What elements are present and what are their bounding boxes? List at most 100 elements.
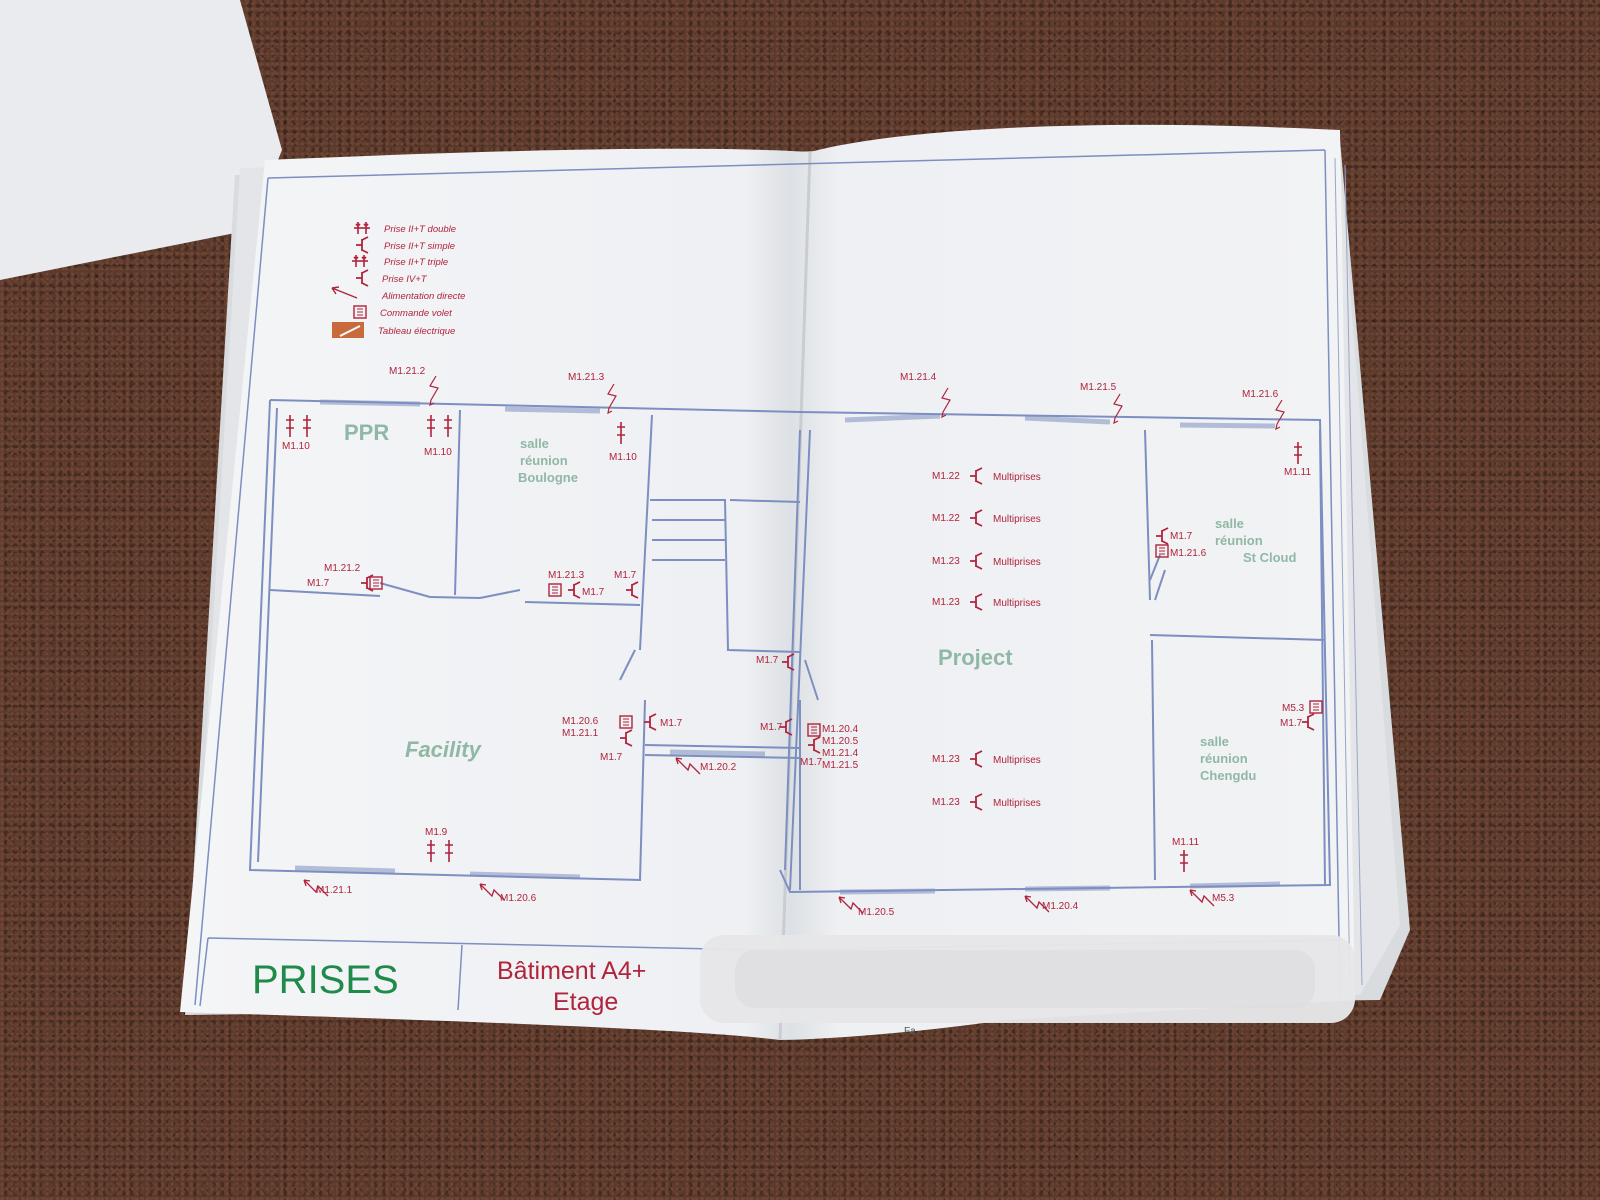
- room-label-chengdu-1: salle: [1200, 734, 1229, 749]
- circuit-label: M1.20.6: [562, 716, 599, 727]
- multiprise-label: Multiprises: [993, 557, 1041, 568]
- multiprise-row: M1.23 Multiprises: [932, 593, 1041, 611]
- legend-item-double: Prise II+T double: [353, 221, 456, 235]
- room-labels: PPR salle réunion Boulogne Facility Proj…: [344, 420, 1296, 783]
- multiprise-row: M1.23 Multiprises: [932, 750, 1041, 768]
- multiprises-list: M1.22 Multiprises M1.22 Multiprises M1.2…: [932, 467, 1041, 811]
- multiprise-code: M1.22: [932, 513, 960, 524]
- multiprise-label: Multiprises: [993, 472, 1041, 483]
- room-label-stcloud-3: St Cloud: [1243, 550, 1296, 565]
- direct-power-arrows: [303, 757, 1215, 914]
- multiprise-code: M1.23: [932, 597, 960, 608]
- circuit-label: M1.20.6: [500, 893, 537, 904]
- circuit-label: M1.21.5: [1080, 382, 1117, 393]
- legend-item-simple: Prise II+T simple: [355, 236, 455, 254]
- plan-windows: [294, 399, 1281, 895]
- multiprise-code: M1.23: [932, 556, 960, 567]
- circuit-label: M1.21.3: [548, 570, 585, 581]
- floor-plan-sheet: [180, 124, 1363, 1041]
- building-name: Bâtiment A4+: [497, 957, 646, 985]
- room-label-boulogne-1: salle: [520, 436, 549, 451]
- title-fragment: Fa: [904, 1026, 916, 1037]
- multiprise-code: M1.22: [932, 471, 960, 482]
- socket-triple-icon: [286, 415, 1302, 872]
- room-label-ppr: PPR: [344, 420, 389, 445]
- circuit-label: M1.7: [660, 718, 683, 729]
- circuit-label: M1.7: [800, 757, 823, 768]
- room-label-facility: Facility: [405, 737, 483, 762]
- circuit-label: M1.9: [425, 827, 448, 838]
- circuit-label: M1.21.2: [389, 366, 426, 377]
- legend-label: Tableau électrique: [378, 326, 455, 337]
- circuit-label: M1.21.3: [568, 372, 605, 383]
- circuit-label: M5.3: [1282, 703, 1305, 714]
- sheet-title: PRISES: [252, 958, 399, 1002]
- circuit-label: M1.11: [1172, 837, 1199, 848]
- circuit-label: M1.21.5: [822, 760, 859, 771]
- circuit-label: M1.10: [424, 447, 452, 458]
- room-label-stcloud-2: réunion: [1215, 533, 1263, 548]
- circuit-label: M1.20.4: [822, 724, 859, 735]
- circuit-label: M1.7: [307, 578, 330, 589]
- multiprise-row: M1.23 Multiprises: [932, 793, 1041, 811]
- floor-label: Etage: [553, 988, 618, 1016]
- room-label-boulogne-2: réunion: [520, 453, 568, 468]
- circuit-label: M1.7: [1280, 718, 1303, 729]
- circuit-label: M1.20.5: [858, 907, 895, 918]
- legend: Prise II+T double Prise II+T simple Pris…: [331, 221, 465, 338]
- circuit-label: M1.7: [582, 587, 605, 598]
- multiprise-label: Multiprises: [993, 755, 1041, 766]
- legend-item-direct: Alimentation directe: [331, 286, 465, 302]
- circuit-label: M1.7: [1170, 531, 1193, 542]
- multiprise-row: M1.22 Multiprises: [932, 467, 1041, 485]
- legend-label: Commande volet: [380, 308, 452, 319]
- electrical-symbols: [286, 375, 1323, 914]
- multiprise-code: M1.23: [932, 797, 960, 808]
- legend-item-triple: Prise II+T triple: [351, 254, 448, 268]
- loose-sheet: [0, 0, 282, 280]
- legend-label: Alimentation directe: [381, 291, 465, 302]
- room-label-project: Project: [938, 645, 1013, 670]
- circuit-label: M1.20.2: [700, 762, 737, 773]
- multiprise-row: M1.22 Multiprises: [932, 509, 1041, 527]
- circuit-label: M1.7: [600, 752, 623, 763]
- legend-item-shutter: Commande volet: [353, 305, 452, 319]
- circuit-label: M1.21.1: [316, 885, 353, 896]
- circuit-label: M1.21.2: [324, 563, 361, 574]
- legend-item-iv: Prise IV+T: [355, 269, 428, 287]
- multiprise-row: M1.23 Multiprises: [932, 552, 1041, 570]
- room-label-boulogne-3: Boulogne: [518, 470, 578, 485]
- circuit-label: M1.7: [756, 655, 779, 666]
- circuit-label: M1.21.4: [822, 748, 859, 759]
- legend-label: Prise II+T triple: [384, 257, 448, 268]
- circuit-label: M1.7: [614, 570, 637, 581]
- circuit-label: M1.11: [1284, 467, 1311, 478]
- multiprise-label: Multiprises: [993, 598, 1041, 609]
- legend-label: Prise II+T double: [384, 224, 456, 235]
- legend-item-panel: Tableau électrique: [332, 322, 455, 338]
- direct-power-icon: [331, 286, 358, 299]
- circuit-label: M1.21.4: [900, 372, 937, 383]
- electrical-panel-icon: [332, 322, 364, 338]
- legend-label: Prise II+T simple: [384, 241, 455, 252]
- circuit-label: M1.21.6: [1242, 389, 1279, 400]
- room-label-chengdu-2: réunion: [1200, 751, 1248, 766]
- legend-label: Prise IV+T: [382, 274, 428, 285]
- circuit-labels: M1.21.2 M1.21.3 M1.21.4 M1.21.5 M1.21.6 …: [282, 366, 1311, 918]
- room-label-chengdu-3: Chengdu: [1200, 768, 1256, 783]
- multiprise-label: Multiprises: [993, 514, 1041, 525]
- multiprise-label: Multiprises: [993, 798, 1041, 809]
- title-block: PRISES Bâtiment A4+ Etage Fa: [199, 935, 1355, 1037]
- room-label-stcloud-1: salle: [1215, 516, 1244, 531]
- multiprise-code: M1.23: [932, 754, 960, 765]
- circuit-label: M1.21.1: [562, 728, 599, 739]
- circuit-label: M1.20.5: [822, 736, 859, 747]
- circuit-label: M1.20.4: [1042, 901, 1079, 912]
- circuit-label: M1.7: [760, 722, 783, 733]
- circuit-label: M1.10: [609, 452, 637, 463]
- circuit-label: M1.21.6: [1170, 548, 1207, 559]
- circuit-label: M1.10: [282, 441, 310, 452]
- plan-walls: [248, 399, 1332, 894]
- circuit-label: M5.3: [1212, 893, 1235, 904]
